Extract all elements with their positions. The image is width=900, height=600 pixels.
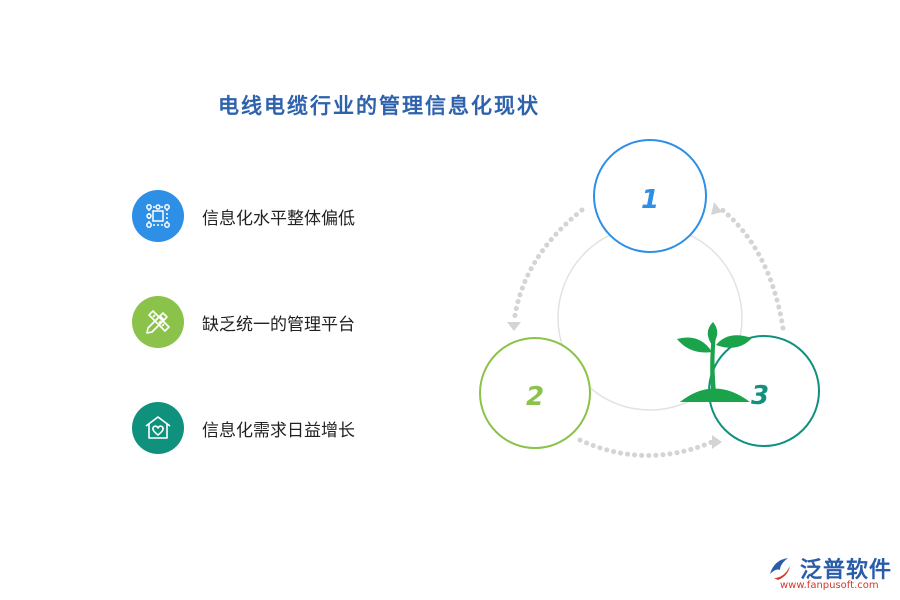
list-item-2: 缺乏统一的管理平台	[132, 296, 355, 348]
list-item-3: 信息化需求日益增长	[132, 402, 355, 454]
list-item-1: 信息化水平整体偏低	[132, 190, 355, 242]
arrow-head-3	[711, 202, 722, 215]
sprout-icon	[677, 322, 752, 402]
logo-brand-text: 泛普软件	[800, 558, 893, 583]
arrow-head-2	[712, 435, 722, 449]
network-nodes-icon	[132, 190, 184, 242]
item-label: 缺乏统一的管理平台	[202, 314, 355, 335]
node-number-1: 1	[641, 185, 659, 215]
brand-logo: 泛普软件 www.fanpusoft.com	[766, 552, 893, 591]
pencil-ruler-icon	[132, 296, 184, 348]
item-label: 信息化需求日益增长	[202, 420, 355, 441]
arc-3-to-1	[717, 205, 786, 331]
logo-icon	[770, 558, 790, 580]
logo-url-text: www.fanpusoft.com	[780, 580, 879, 591]
node-number-2: 2	[526, 382, 544, 412]
node-number-3: 3	[751, 381, 769, 411]
arc-1-to-2	[511, 207, 585, 325]
page-title: 电线电缆行业的管理信息化现状	[218, 94, 540, 118]
arrow-head-1	[507, 322, 521, 331]
item-label: 信息化水平整体偏低	[202, 208, 355, 229]
cycle-node-1	[593, 139, 707, 253]
arc-2-to-3	[577, 437, 715, 458]
cycle-node-2	[479, 337, 591, 449]
house-heart-icon	[132, 402, 184, 454]
